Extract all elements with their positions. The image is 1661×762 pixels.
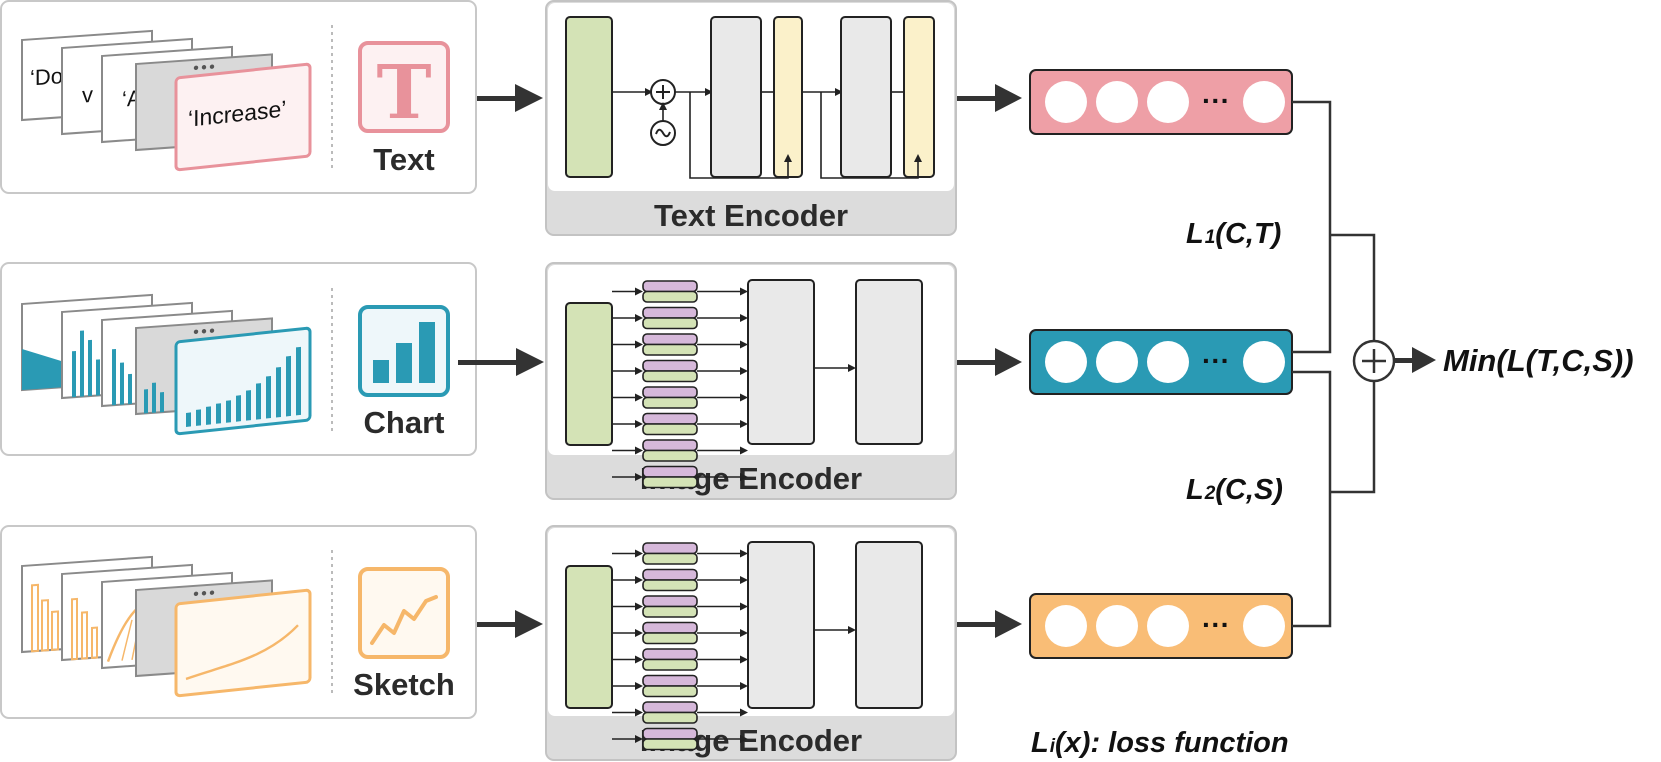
patch-token [642,359,698,372]
text-encoder-label: Text Encoder [654,198,848,233]
loss-connectors [1292,100,1376,628]
chart-input-panel: Chart [0,262,477,456]
patch-token [642,595,698,608]
text-encoder: Text Encoder [545,0,957,236]
patch-token [642,412,698,425]
svg-text:···: ··· [1202,345,1230,376]
sketch-card-stack [21,555,312,698]
text-input-panel: ‘Do v ‘A pe ‘Increase’ T Text [0,0,477,194]
chart-embedding: ··· [1029,329,1293,395]
patch-embeddings [612,280,748,489]
patch-embeddings [612,542,748,751]
patch-token [642,568,698,581]
position-token [642,605,698,618]
svg-text:T: T [376,50,431,136]
position-token [642,370,698,383]
text-input-label: Text [373,142,434,177]
position-token [642,317,698,330]
sketch-embedding: ··· [1029,593,1293,659]
patch-token [642,674,698,687]
patch-token [642,542,698,555]
objective-arrow [1394,347,1436,373]
image-encoder-sketch: Image Encoder [545,525,957,761]
patch-token [642,386,698,399]
text-card-1: ‘Do [30,63,63,90]
position-token [642,449,698,462]
loss-legend: Li(x): loss function [1031,727,1289,759]
position-token [642,632,698,645]
chart-card-stack [21,293,312,436]
line-sketch-icon [358,567,450,659]
letter-t-icon: T [358,41,450,136]
sketch-input-label: Sketch [353,667,455,702]
svg-text:···: ··· [1202,609,1230,640]
position-token [642,658,698,671]
text-embedding: ··· [1029,69,1293,135]
patch-token [642,439,698,452]
input-to-encoder-arrows [458,84,544,638]
loss-l1-label: L1(C,T) [1186,218,1281,250]
svg-text:···: ··· [1202,85,1230,116]
loss-l2-label: L2(C,S) [1186,474,1283,506]
patch-token [642,621,698,634]
position-token [642,552,698,565]
sketch-input-panel: Sketch [0,525,477,719]
text-card-2: v [82,82,93,108]
position-token [642,738,698,751]
position-token [642,396,698,409]
objective-label: Min(L(T,C,S)) [1443,343,1634,378]
encoder-to-embedding-arrows [957,84,1022,638]
position-token [642,423,698,436]
patch-token [642,333,698,346]
position-token [642,711,698,724]
patch-token [642,727,698,740]
sum-node [1352,339,1396,383]
position-token [642,343,698,356]
patch-token [642,701,698,714]
text-card-stack: ‘Do v ‘A pe ‘Increase’ [21,29,312,172]
position-token [642,685,698,698]
patch-token [642,280,698,293]
bar-chart-icon [358,305,450,397]
image-encoder-chart: Image Encoder [545,262,957,500]
position-token [642,579,698,592]
patch-token [642,306,698,319]
patch-token [642,465,698,478]
position-token [642,476,698,489]
patch-token [642,648,698,661]
chart-input-label: Chart [364,405,445,440]
position-token [642,290,698,303]
